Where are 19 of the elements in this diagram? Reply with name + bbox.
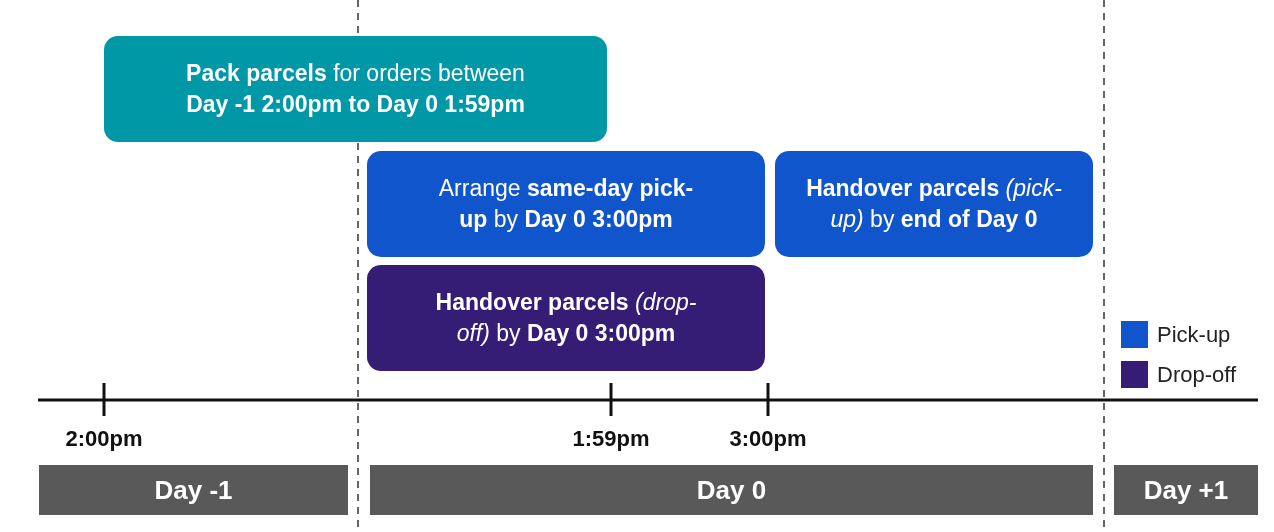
task-text: Handover parcels (pick-up) by end of Day 0 [805, 173, 1063, 234]
task-box [367, 265, 765, 371]
time-label: 1:59pm [572, 426, 650, 452]
time-label: 3:00pm [729, 426, 807, 452]
day-band [1114, 465, 1258, 515]
task-text: Pack parcels for orders between Day -1 2:00pm to Day 0 1:59pm [185, 58, 526, 119]
day-band [370, 465, 1093, 515]
day-label: Day +1 [1143, 474, 1229, 506]
legend-label: Drop-off [1157, 361, 1237, 388]
task-box [367, 151, 765, 257]
task-box [775, 151, 1093, 257]
day-label: Day -1 [154, 474, 233, 506]
task-text: Arrange same-day pick-up by Day 0 3:00pm [437, 173, 695, 234]
task-box [104, 36, 607, 142]
task-text: Handover parcels (drop-off) by Day 0 3:00pm [434, 287, 698, 348]
day-label: Day 0 [696, 474, 767, 506]
day-band [39, 465, 348, 515]
time-label: 2:00pm [65, 426, 143, 452]
legend-label: Pick-up [1157, 321, 1231, 348]
